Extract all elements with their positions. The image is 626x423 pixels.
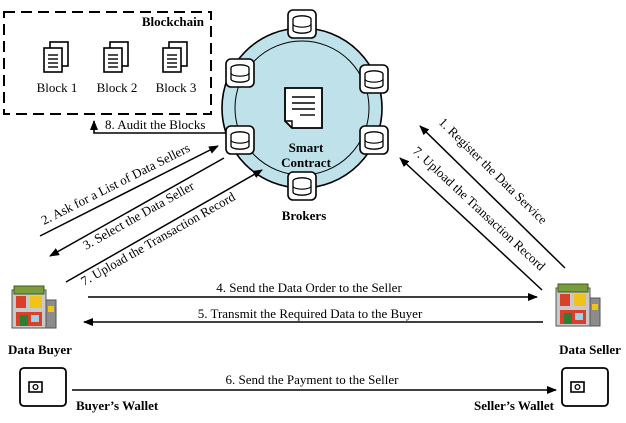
block-1-label: Block 1 bbox=[37, 80, 78, 95]
block-2: Block 2 bbox=[97, 41, 138, 95]
buyer-label: Data Buyer bbox=[8, 342, 72, 357]
contract-label-line1: Smart bbox=[289, 140, 324, 155]
database-icon bbox=[287, 171, 317, 201]
step-4-label: 4. Send the Data Order to the Seller bbox=[216, 280, 402, 295]
contract-label-line2: Contract bbox=[281, 155, 331, 170]
step-1-arrow bbox=[419, 125, 566, 269]
buyer-wallet-label: Buyer’s Wallet bbox=[76, 398, 159, 413]
brokers-label: Brokers bbox=[282, 208, 327, 223]
audit-arrow bbox=[90, 120, 226, 134]
database-icon bbox=[359, 64, 389, 94]
seller-shop-icon bbox=[555, 283, 601, 327]
step-5-label: 5. Transmit the Required Data to the Buy… bbox=[198, 306, 423, 321]
step-7-seller-arrow bbox=[399, 157, 543, 291]
step-8-label: 8. Audit the Blocks bbox=[105, 117, 205, 132]
buyer-shop-icon bbox=[11, 285, 57, 329]
step-6-label: 6. Send the Payment to the Seller bbox=[226, 372, 400, 387]
seller-label: Data Seller bbox=[559, 342, 621, 357]
database-icon bbox=[359, 125, 389, 155]
block-2-label: Block 2 bbox=[97, 80, 138, 95]
database-icon bbox=[225, 125, 255, 155]
step-7-buyer-arrow bbox=[65, 169, 263, 283]
seller-wallet-label: Seller’s Wallet bbox=[474, 398, 555, 413]
block-1: Block 1 bbox=[37, 41, 78, 95]
step-2-label: 2. Ask for a List of Data Sellers bbox=[39, 140, 193, 228]
database-icon bbox=[287, 9, 317, 39]
block-3-label: Block 3 bbox=[156, 80, 197, 95]
scroll-icon bbox=[284, 87, 323, 129]
blockchain-title: Blockchain bbox=[142, 14, 205, 29]
buyer-safe-icon bbox=[19, 367, 67, 407]
seller-safe-icon bbox=[561, 367, 609, 407]
step-3-arrow bbox=[49, 157, 225, 257]
block-3: Block 3 bbox=[156, 41, 197, 95]
database-icon bbox=[225, 58, 255, 88]
step-2-arrow bbox=[39, 145, 219, 237]
